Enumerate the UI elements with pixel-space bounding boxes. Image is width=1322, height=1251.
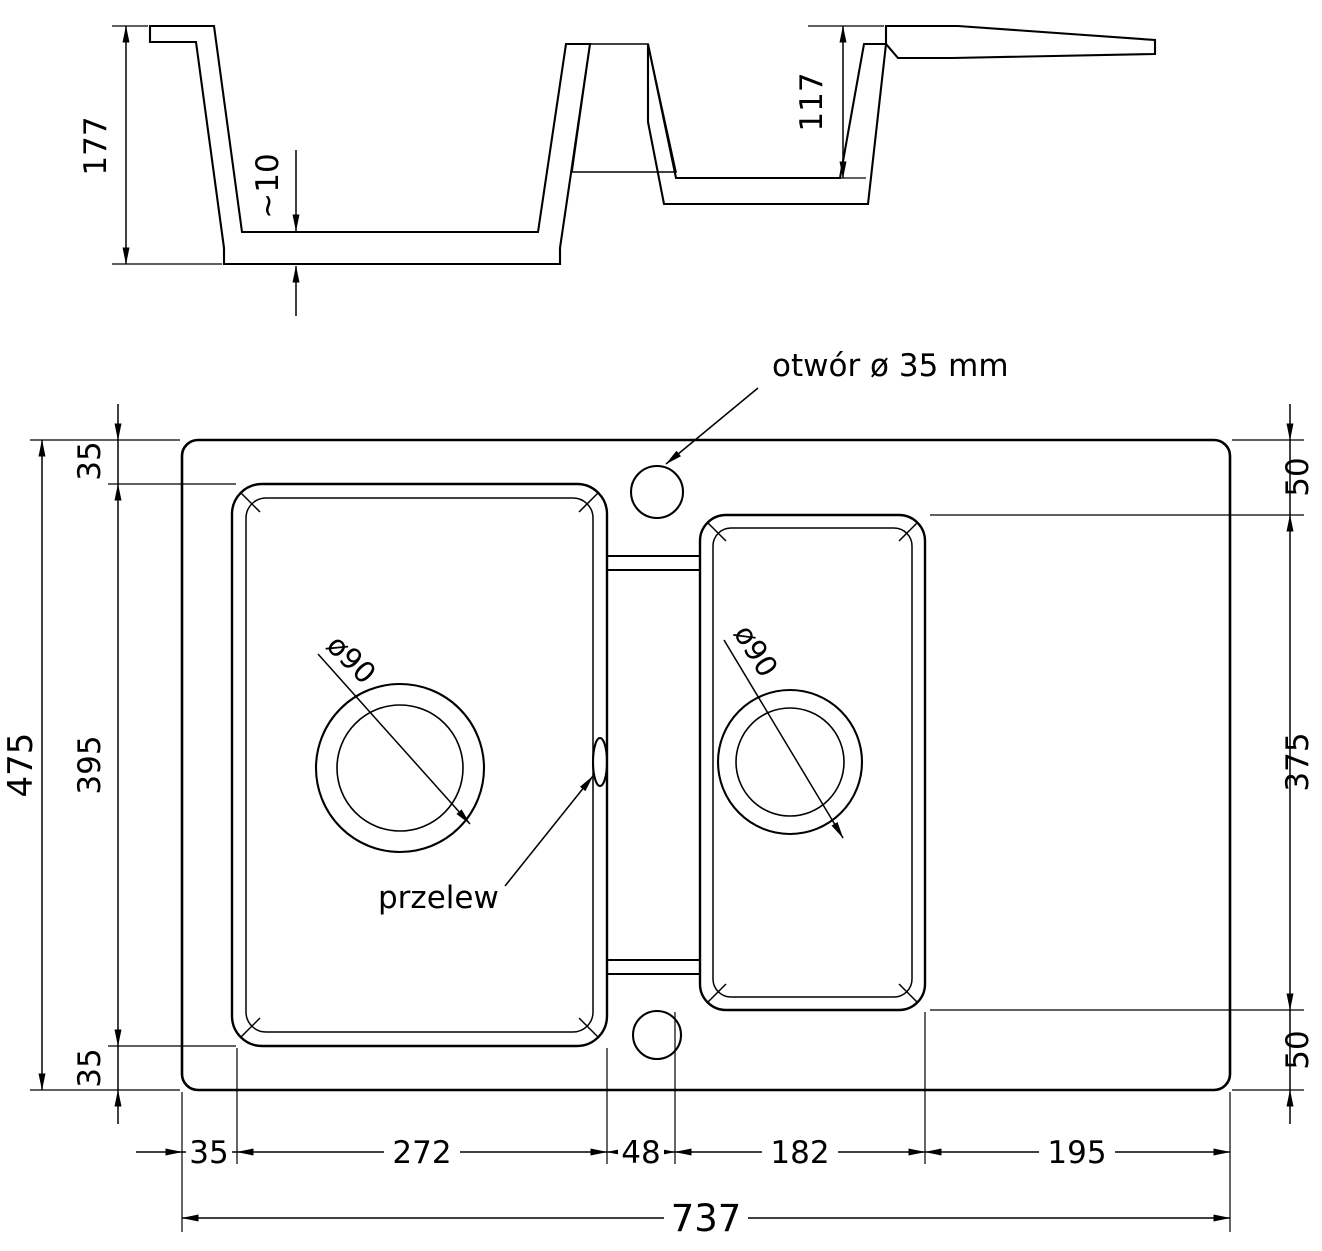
- dim-total-height-label: 475: [1, 733, 41, 798]
- small-bowl-corner-tick: [898, 983, 918, 1003]
- dim-right-top-margin-label: 50: [1280, 457, 1316, 496]
- small-bowl-outer-rim: [698, 513, 927, 1012]
- label-mask: [186, 1133, 232, 1171]
- small-bowl-drain-outer: [716, 688, 864, 836]
- overflow-label: przelew: [378, 880, 499, 916]
- dim-plan-right-chain: 50 375 50: [930, 404, 1316, 1124]
- dim-total-width-label: 737: [671, 1197, 742, 1240]
- overflow-hole: [631, 1009, 683, 1061]
- label-mask: [618, 1133, 664, 1171]
- label-mask: [384, 1133, 460, 1171]
- section-drainer-flange: [884, 24, 1157, 60]
- label-mask: [1039, 1133, 1115, 1171]
- dim-section-bottom-thickness: ~10: [250, 150, 300, 316]
- small-bowl-corner-tick: [707, 522, 727, 542]
- main-bowl-corner-tick: [239, 1017, 261, 1039]
- main-bowl-corner-tick: [578, 1017, 600, 1039]
- dim-section-depth-main: 177: [78, 25, 222, 265]
- small-bowl-corner-tick: [707, 983, 727, 1003]
- dim-left-top-margin-label: 35: [72, 441, 108, 480]
- main-bowl-drain-inner: [336, 704, 464, 832]
- small-drain-leader: [723, 639, 844, 839]
- dim-section-depth-small: 117: [794, 25, 884, 179]
- dim-bottom-bowl1-width-label: 272: [392, 1135, 451, 1171]
- label-mask: [762, 1133, 838, 1171]
- small-bowl-corner-tick: [898, 522, 918, 542]
- dim-plan-left-chain: 35 395 35: [72, 404, 236, 1124]
- dim-left-bottom-margin-label: 35: [72, 1048, 108, 1087]
- dim-section-bottom-thickness-label: ~10: [250, 153, 286, 218]
- sink-outline: [180, 438, 1232, 1092]
- main-bowl-corner-tick: [578, 491, 600, 513]
- dim-section-depth-small-label: 117: [794, 72, 830, 131]
- dim-plan-total-width: 737: [181, 1196, 1231, 1240]
- section-view: 177 ~10 117: [78, 24, 1157, 316]
- dim-right-bowl-height-label: 375: [1280, 732, 1316, 791]
- plan-view: otwór ø 35 mm przelew ø90 ø90 475 35 395…: [1, 348, 1316, 1240]
- label-mask: [664, 1196, 748, 1238]
- section-divider-stipple: [571, 43, 677, 173]
- dim-bottom-left-margin-label: 35: [189, 1135, 228, 1171]
- dim-plan-bottom-chain: 35 272 48 182 195: [136, 1012, 1231, 1232]
- faucet-hole: [629, 464, 685, 520]
- faucet-hole-leader: [665, 387, 759, 465]
- dim-bottom-drainer-width-label: 195: [1047, 1135, 1106, 1171]
- dim-right-bottom-margin-label: 50: [1280, 1030, 1316, 1069]
- small-bowl-drain-inner: [735, 707, 845, 817]
- dim-left-bowl-height-label: 395: [72, 735, 108, 794]
- faucet-hole-label: otwór ø 35 mm: [772, 348, 1009, 384]
- main-drain-label: ø90: [320, 628, 383, 691]
- dim-bottom-gap-label: 48: [621, 1135, 660, 1171]
- small-drain-label: ø90: [727, 619, 785, 683]
- section-small-bowl-wall: [646, 42, 888, 206]
- small-bowl-inner-rim: [712, 527, 913, 998]
- main-bowl-corner-tick: [239, 491, 261, 513]
- main-bowl-outer-rim: [230, 482, 609, 1048]
- dim-plan-total-height: 475: [1, 439, 180, 1091]
- dim-bottom-bowl2-width-label: 182: [770, 1135, 829, 1171]
- overflow-leader: [504, 775, 594, 887]
- main-bowl-drain-outer: [314, 682, 486, 854]
- main-bowl-inner-rim: [245, 497, 594, 1033]
- overflow-slot: [591, 736, 609, 788]
- main-drain-leader: [317, 653, 471, 825]
- dim-section-depth-main-label: 177: [78, 116, 114, 175]
- section-main-bowl-wall: [148, 24, 592, 266]
